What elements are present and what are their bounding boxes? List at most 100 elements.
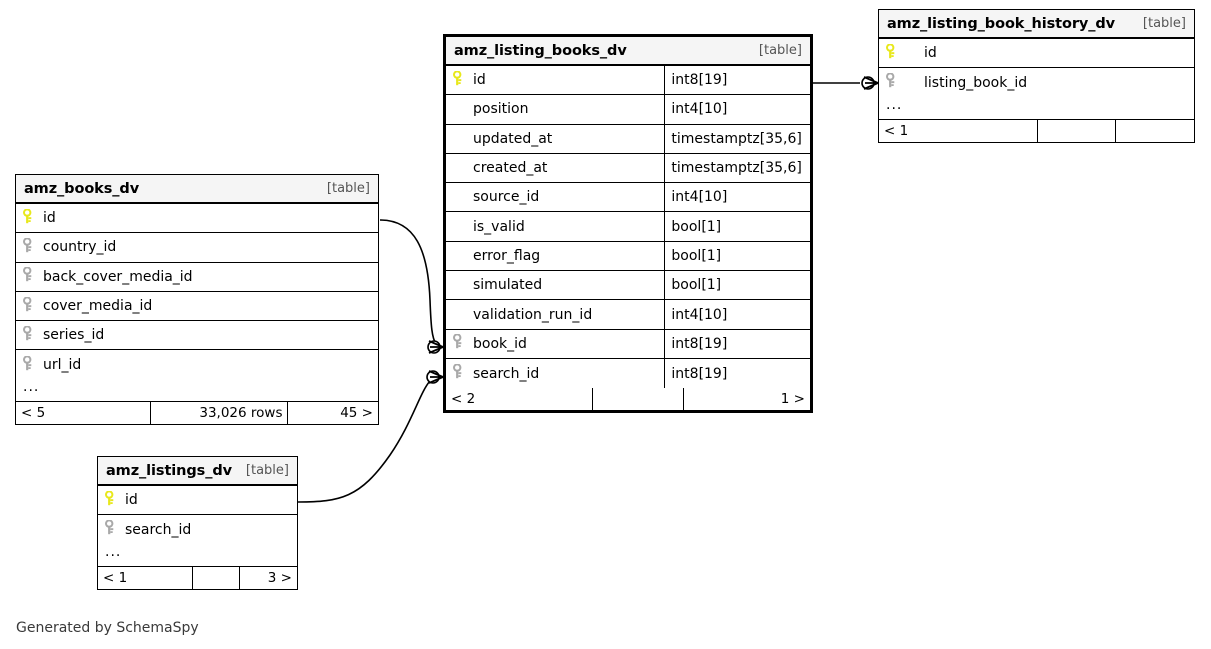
column-name-cell: id [98, 486, 297, 514]
column-name-cell: simulated [446, 271, 664, 299]
table-row[interactable]: url_id [16, 350, 378, 380]
cardinality-zero-marker [427, 340, 441, 354]
footer-right[interactable]: 3 > [239, 566, 297, 589]
table-row[interactable]: created_at timestamptz[35,6] [446, 153, 810, 184]
column-name-cell: id [16, 204, 378, 232]
relationship-listing-books-to-history [813, 76, 879, 90]
key-icon-foreign [452, 333, 464, 353]
key-slot [104, 519, 120, 539]
table-title: amz_listings_dv [106, 462, 232, 479]
column-name-cell: source_id [446, 183, 664, 211]
column-type: int8[19] [664, 329, 810, 358]
column-name: error_flag [473, 247, 541, 264]
table-header: amz_listing_book_history_dv [table] [879, 10, 1194, 39]
table-amz-listing-book-history-dv[interactable]: amz_listing_book_history_dv [table] id li… [878, 9, 1195, 143]
column-name-cell: validation_run_id [446, 300, 664, 328]
table-row[interactable]: listing_book_id [879, 68, 1194, 98]
column-type: bool[1] [664, 271, 810, 300]
cardinality-zero-marker [426, 370, 440, 384]
column-name-cell: back_cover_media_id [16, 263, 378, 291]
key-icon-foreign [452, 363, 464, 383]
footer-right[interactable]: 1 > [682, 388, 810, 411]
crowsfoot-marker [428, 340, 444, 354]
table-row[interactable]: id [879, 39, 1194, 69]
column-name: id [473, 72, 486, 89]
column-name-cell: updated_at [446, 125, 664, 153]
footer-row-count: 33,026 rows [149, 401, 288, 424]
table-tag: [table] [1142, 16, 1186, 31]
key-icon-primary [885, 43, 897, 63]
key-slot [22, 208, 38, 228]
column-name: search_id [473, 365, 540, 382]
table-title: amz_listing_books_dv [454, 42, 627, 59]
key-icon-foreign [22, 295, 34, 316]
column-name: created_at [473, 160, 548, 177]
table-row[interactable]: back_cover_media_id [16, 262, 378, 292]
table-row[interactable]: error_flag bool[1] [446, 241, 810, 272]
column-name-cell: id [879, 39, 1194, 67]
column-name: cover_media_id [43, 298, 153, 315]
footer-right[interactable]: 45 > [287, 401, 378, 424]
footer-left[interactable]: < 1 [884, 122, 909, 139]
table-row[interactable]: id int8[19] [446, 66, 810, 96]
key-slot [22, 237, 38, 257]
table-row[interactable]: country_id [16, 233, 378, 263]
key-icon-foreign [885, 72, 897, 92]
key-icon-primary [452, 70, 464, 90]
key-slot [452, 333, 468, 353]
column-type: bool[1] [664, 241, 810, 271]
column-type: timestamptz[35,6] [664, 124, 810, 153]
crowsfoot-marker [428, 370, 444, 384]
table-row[interactable]: id [16, 204, 378, 234]
key-icon-foreign [22, 325, 34, 345]
table-row[interactable]: source_id int4[10] [446, 183, 810, 213]
footer-left[interactable]: < 1 [103, 569, 128, 586]
column-name: source_id [473, 189, 540, 206]
column-name: url_id [43, 357, 82, 374]
footer-left[interactable]: < 5 [21, 404, 46, 421]
column-type: int4[10] [664, 95, 810, 124]
column-type: timestamptz[35,6] [664, 153, 810, 183]
footer-left[interactable]: < 2 [451, 391, 476, 408]
key-slot [22, 295, 38, 316]
table-row[interactable]: cover_media_id [16, 291, 378, 322]
column-type: int4[10] [664, 183, 810, 212]
column-type: int8[19] [664, 66, 810, 95]
table-row[interactable]: series_id [16, 321, 378, 351]
key-icon-primary [104, 490, 116, 510]
cardinality-zero-marker [861, 76, 875, 90]
column-name-cell: cover_media_id [16, 292, 378, 320]
key-slot [22, 355, 38, 375]
table-header: amz_books_dv [table] [16, 175, 378, 204]
table-footer: < 1 3 > [98, 566, 297, 589]
column-name: id [43, 210, 56, 227]
table-row[interactable]: search_id [98, 515, 297, 545]
column-name-cell: country_id [16, 233, 378, 261]
key-icon-foreign [22, 355, 34, 375]
table-header: amz_listings_dv [table] [98, 457, 297, 486]
more-columns-indicator: ... [98, 545, 297, 567]
table-row[interactable]: id [98, 486, 297, 516]
key-icon-primary [22, 208, 34, 228]
footer-right[interactable] [1115, 119, 1194, 142]
column-name: id [125, 492, 138, 509]
table-footer: < 2 1 > [446, 388, 810, 411]
crowsfoot-marker [863, 76, 879, 90]
more-columns-indicator: ... [16, 380, 378, 402]
key-slot [885, 72, 919, 92]
column-name: id [924, 45, 937, 62]
column-name: validation_run_id [473, 306, 593, 323]
column-name-cell: series_id [16, 321, 378, 349]
column-name-cell: error_flag [446, 242, 664, 270]
